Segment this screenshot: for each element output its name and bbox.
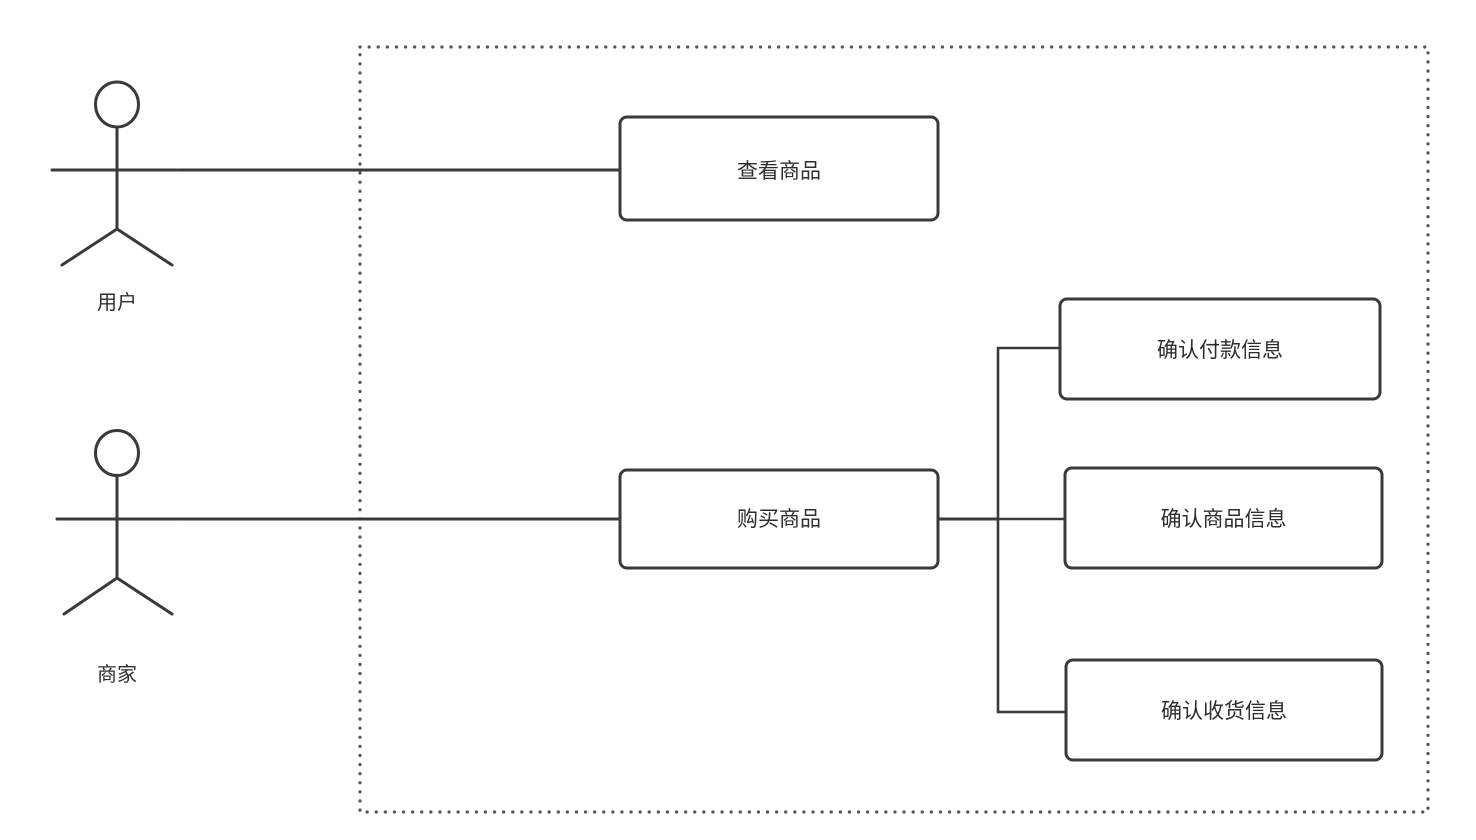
actor-left-leg-line	[60, 227, 119, 267]
use-case-box-buy-product[interactable]	[618, 468, 940, 570]
use-case-box-view-product[interactable]	[618, 115, 940, 222]
actor-right-leg-line	[115, 576, 174, 616]
actor-left-leg-line	[62, 576, 119, 616]
association-lines	[178, 168, 1067, 714]
actor-merchant[interactable]	[55, 429, 181, 616]
use-case-box-confirm-payment[interactable]	[1058, 297, 1382, 401]
actor-head-icon	[94, 429, 140, 477]
system-boundary	[358, 45, 1430, 814]
use-case-box-confirm-product-info[interactable]	[1063, 466, 1384, 570]
actor-head-icon	[94, 80, 140, 129]
actor-right-leg-line	[115, 227, 174, 267]
use-case-boxes	[618, 115, 1384, 762]
actor-user[interactable]	[50, 80, 179, 267]
use-case-box-confirm-delivery[interactable]	[1064, 658, 1384, 762]
